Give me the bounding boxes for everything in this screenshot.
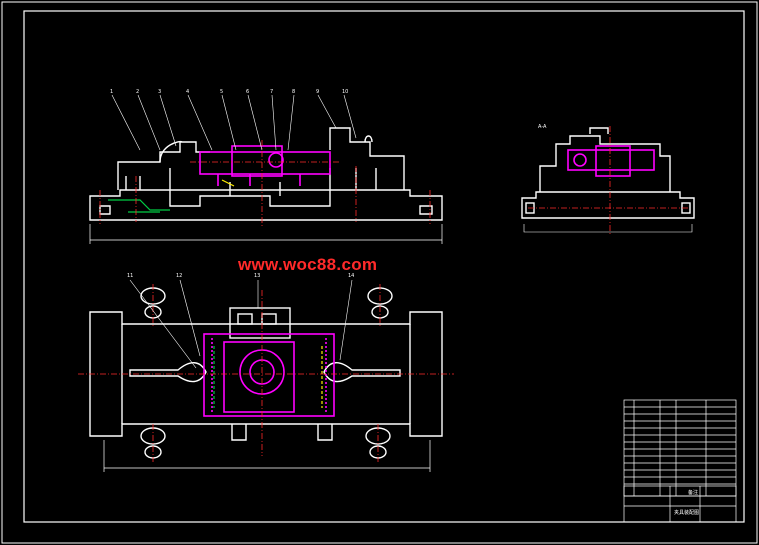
plan-view-leaders — [129, 279, 353, 369]
side-view-highlight — [567, 145, 655, 177]
front-view-highlight — [199, 145, 331, 186]
balloon-11: 11 — [127, 273, 134, 279]
balloon-14: 14 — [348, 273, 355, 279]
side-view — [521, 127, 695, 233]
balloon-2: 2 — [136, 89, 140, 95]
balloon-10: 10 — [342, 89, 349, 95]
side-view-centerlines — [528, 126, 690, 234]
title-block-label: 备注 — [688, 490, 699, 496]
balloon-9: 9 — [316, 89, 320, 95]
balloon-13: 13 — [254, 273, 261, 279]
watermark-text: www.woc88.com — [238, 255, 378, 274]
balloon-3: 3 — [158, 89, 162, 95]
title-block-drawing-title: 夹具装配图 — [674, 510, 700, 516]
plan-view-centerlines — [78, 284, 454, 462]
balloon-12: 12 — [176, 273, 183, 279]
plan-view-accents — [213, 346, 323, 408]
balloon-5: 5 — [220, 89, 224, 95]
balloon-7: 7 — [270, 89, 274, 95]
side-view-label: A-A — [538, 124, 547, 130]
inner-border — [23, 10, 745, 523]
front-view-centerlines — [99, 140, 431, 226]
front-view — [89, 127, 443, 244]
title-block — [623, 399, 737, 523]
balloon-1: 1 — [110, 89, 114, 95]
balloon-4: 4 — [186, 89, 190, 95]
front-view-accents — [108, 179, 235, 213]
plan-view-highlight — [203, 333, 335, 417]
balloon-6: 6 — [246, 89, 250, 95]
front-view-leaders — [111, 94, 357, 151]
plan-view — [89, 287, 443, 472]
balloon-8: 8 — [292, 89, 296, 95]
